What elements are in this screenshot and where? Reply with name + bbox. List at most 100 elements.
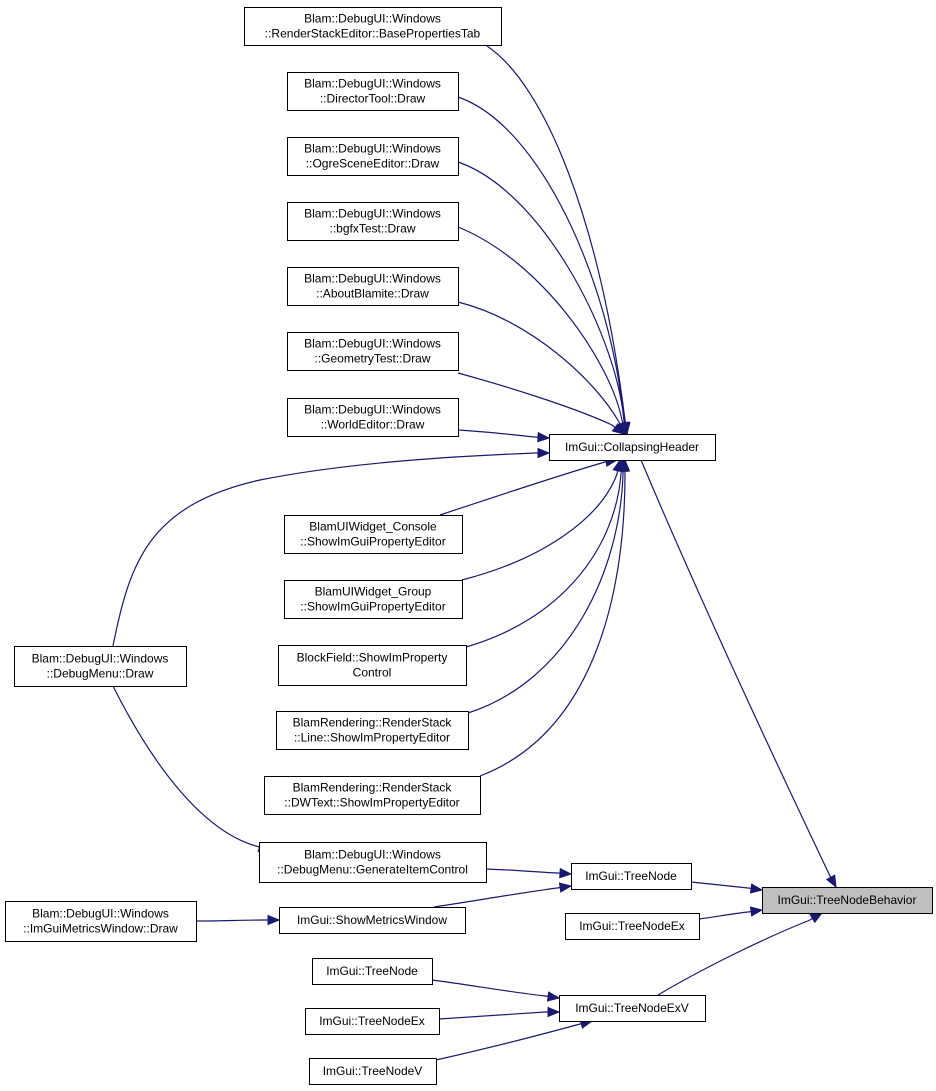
node-label: Blam::DebugUI::Windows [304,142,441,156]
node-ogre-scene-editor[interactable]: Blam::DebugUI::Windows::OgreSceneEditor:… [287,137,459,176]
edge-base-properties-tab [486,45,631,436]
node-tree-node-ex-v[interactable]: ImGui::TreeNodeExV [559,995,706,1022]
node-label: ::bgfxTest::Draw [329,222,415,236]
node-label: BlockField::ShowImProperty [297,651,448,665]
node-box [279,907,466,934]
node-director-tool[interactable]: Blam::DebugUI::Windows::DirectorTool::Dr… [287,72,459,111]
node-about-blamite[interactable]: Blam::DebugUI::Windows::AboutBlamite::Dr… [287,267,459,306]
node-box [549,434,716,461]
edge-treenode-v-to-ex-v [435,1018,594,1061]
edge-line [486,45,628,435]
node-label: ImGui::TreeNode [585,869,677,883]
edge-line [435,1020,593,1061]
arrowhead [546,991,561,1002]
node-box [305,1008,440,1035]
node-generate-item-control[interactable]: Blam::DebugUI::Windows::DebugMenu::Gener… [259,842,487,883]
node-render-stack-line[interactable]: BlamRendering::RenderStack::Line::ShowIm… [276,711,469,750]
node-box [284,580,463,619]
edge-treenode-low-to-ex-v [431,979,561,1002]
edge-block-field [465,458,627,648]
edge-collapsing-header-to-behavior [640,459,837,889]
node-tree-node-main[interactable]: ImGui::TreeNode [571,863,692,890]
node-collapsing-header[interactable]: ImGui::CollapsingHeader [549,434,716,461]
node-box [287,72,459,111]
arrowhead [749,883,764,894]
node-tree-node-v[interactable]: ImGui::TreeNodeV [309,1058,437,1085]
node-label: BlamRendering::RenderStack [293,781,453,795]
node-box [565,913,700,940]
arrowhead [537,447,551,459]
node-tree-node-low[interactable]: ImGui::TreeNode [312,958,433,985]
node-label: ::DWText::ShowImPropertyEditor [284,796,459,810]
node-render-stack-dwtext[interactable]: BlamRendering::RenderStack::DWText::Show… [264,776,481,815]
node-tree-node-ex-low[interactable]: ImGui::TreeNodeEx [305,1008,440,1035]
node-label: ImGui::TreeNodeV [323,1064,423,1078]
node-label: ::AboutBlamite::Draw [316,287,429,301]
node-label: Blam::DebugUI::Windows [32,652,169,666]
node-box [5,901,197,942]
edge-line [657,912,823,996]
edges [112,45,837,1061]
edge-widget-console [439,456,619,516]
node-tree-node-behavior[interactable]: ImGui::TreeNodeBehavior [762,887,933,914]
edge-ogre-scene-editor [457,161,630,436]
node-label: ::WorldEditor::Draw [321,418,425,432]
node-metrics-window-draw[interactable]: Blam::DebugUI::Windows::ImGuiMetricsWind… [5,901,197,942]
edge-director-tool [457,96,630,436]
node-label: ImGui::TreeNodeEx [579,919,685,933]
edge-about-blamite [457,301,626,436]
edge-bgfx-test [457,226,628,436]
edge-line [461,459,621,581]
node-label: ImGui::TreeNodeExV [575,1001,689,1015]
edge-line [690,881,763,891]
arrowhead [825,874,837,889]
node-bgfx-test[interactable]: Blam::DebugUI::Windows::bgfxTest::Draw [287,202,459,241]
node-label: ImGui::TreeNode [326,964,418,978]
edge-line [640,459,837,888]
node-widget-console[interactable]: BlamUIWidget_Console::ShowImGuiPropertyE… [284,515,463,554]
node-geometry-test[interactable]: Blam::DebugUI::Windows::GeometryTest::Dr… [287,332,459,371]
nodes: Blam::DebugUI::Windows::RenderStackEdito… [5,7,933,1085]
node-widget-group[interactable]: BlamUIWidget_Group::ShowImGuiPropertyEdi… [284,580,463,619]
node-tree-node-ex-main[interactable]: ImGui::TreeNodeEx [565,913,700,940]
node-box [571,863,692,890]
node-box [259,842,487,883]
node-label: Blam::DebugUI::Windows [304,207,441,221]
node-base-properties-tab[interactable]: Blam::DebugUI::Windows::RenderStackEdito… [244,7,502,46]
node-box [284,515,463,554]
node-label: ::OgreSceneEditor::Draw [306,157,440,171]
edge-line [485,868,572,875]
node-debug-menu-draw[interactable]: Blam::DebugUI::Windows::DebugMenu::Draw [14,646,187,687]
node-label: Blam::DebugUI::Windows [304,272,441,286]
node-show-metrics-window[interactable]: ImGui::ShowMetricsWindow [279,907,466,934]
edge-render-stack-dwtext [479,458,631,777]
arrowhead [559,867,573,879]
node-label: Blam::DebugUI::Windows [304,337,441,351]
node-world-editor[interactable]: Blam::DebugUI::Windows::WorldEditor::Dra… [287,398,459,437]
arrowhead [558,882,573,893]
arrowhead [619,458,631,472]
edge-debug-menu-to-header [112,447,551,647]
node-label: ::ShowImGuiPropertyEditor [300,535,445,549]
node-box [14,646,187,687]
node-label: ::DebugMenu::Draw [47,667,154,681]
node-label: ::ShowImGuiPropertyEditor [300,600,445,614]
edge-treenode-to-behavior [690,881,764,894]
node-box [312,958,433,985]
node-box [244,7,502,46]
edge-line [433,885,572,908]
arrowhead [267,914,281,926]
edge-line [457,372,625,435]
node-label: ImGui::ShowMetricsWindow [297,913,447,927]
arrowhead [547,1006,561,1018]
edge-line [195,919,279,922]
node-label: Blam::DebugUI::Windows [32,907,169,921]
node-label: ImGui::CollapsingHeader [565,440,699,454]
node-label: ::DebugMenu::GenerateItemControl [277,863,468,877]
edge-geometry-test [457,372,626,435]
node-label: ::DirectorTool::Draw [320,92,426,106]
edge-line [465,459,623,648]
node-label: Control [353,666,392,680]
